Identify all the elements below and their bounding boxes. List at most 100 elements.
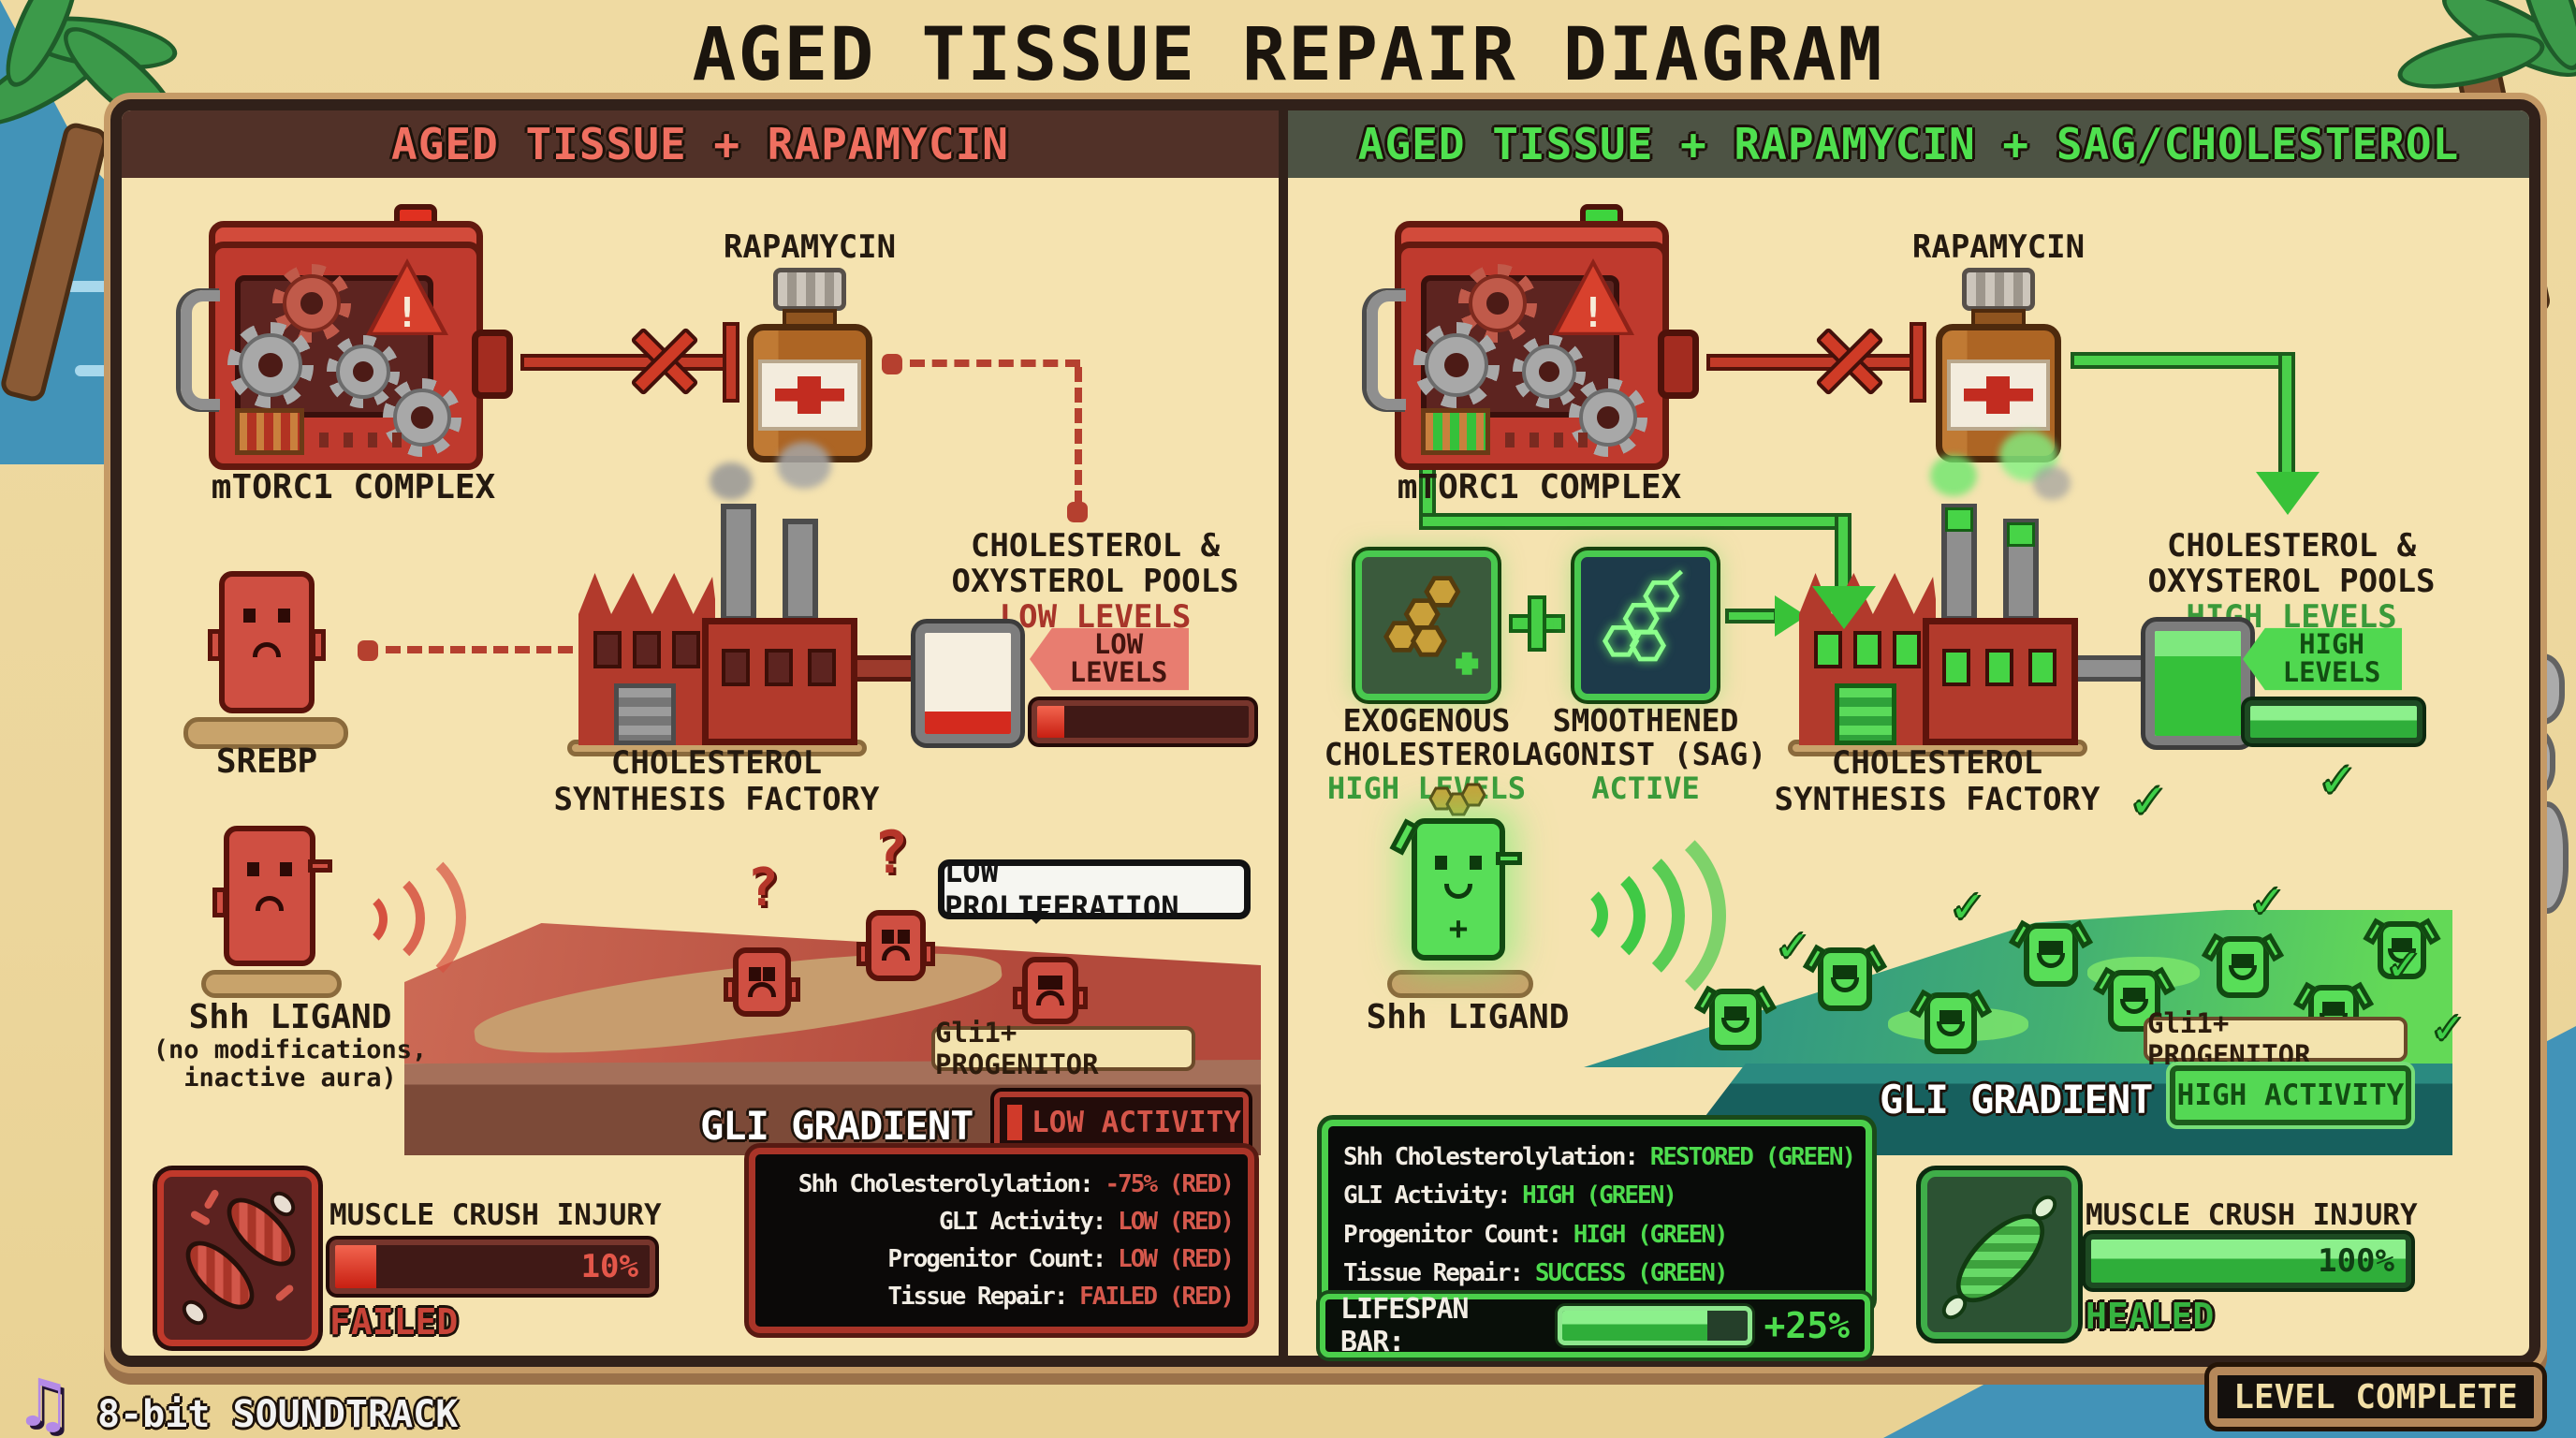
progenitor-red <box>856 910 935 981</box>
arrow-head-down-icon <box>1812 586 1876 629</box>
gear-icon <box>272 264 351 343</box>
indicator-dots-icon <box>1505 433 1595 448</box>
injury-percent-right: 100% <box>2318 1242 2394 1280</box>
factory-output-pipe-right <box>2071 655 2147 682</box>
dashed-connector-h-left <box>910 360 1080 367</box>
progenitor-chip-left: Gli1+ PROGENITOR <box>931 1017 1195 1080</box>
factory-window <box>722 649 750 686</box>
chimney-icon <box>1941 504 1977 622</box>
x-blocker-icon-right <box>1807 318 1895 406</box>
progenitor-green <box>2363 917 2441 979</box>
tile1-caption: EXOGENOUS CHOLESTEROL HIGH LEVELS <box>1314 703 1539 805</box>
high-levels-badge: HIGH LEVELS <box>2243 627 2402 691</box>
factory-window <box>593 631 622 668</box>
gear-icon <box>1413 322 1500 408</box>
inhibition-tbar-right <box>1910 322 1926 403</box>
injury-bar-left: 10% <box>329 1240 655 1294</box>
stat-row: Progenitor Count: HIGH (GREEN) <box>1343 1220 1729 1249</box>
gear-icon <box>1513 335 1586 408</box>
progenitor-green <box>1693 985 1778 1050</box>
lifespan-bar <box>1558 1306 1753 1345</box>
shh-label-left: Shh LIGAND <box>188 998 392 1036</box>
green-arrow-horizontal <box>2071 352 2295 369</box>
smoke-icon <box>777 442 831 489</box>
gear-icon <box>327 335 400 408</box>
gear-icon <box>227 322 314 408</box>
factory-line2: SYNTHESIS FACTORY <box>553 781 880 819</box>
pools-caption-left: CHOLESTEROL & OXYSTEROL POOLS LOW LEVELS <box>927 528 1264 635</box>
left-panel-header: AGED TISSUE + RAPAMYCIN <box>122 110 1279 178</box>
connector-dot <box>1067 502 1088 522</box>
rapamycin-label-left: RAPAMYCIN <box>723 228 897 266</box>
factory-door <box>614 683 676 745</box>
bottle-label-patch <box>758 360 861 431</box>
bar-fill <box>2091 1240 2406 1283</box>
cholesterol-pool-flask-right <box>2145 622 2250 745</box>
factory-window <box>808 649 836 686</box>
x-blocker-icon-left <box>622 318 710 406</box>
tile1-line2: CHOLESTEROL <box>1324 736 1530 773</box>
stat-row: Tissue Repair: FAILED (RED) <box>887 1283 1235 1311</box>
machine-output-pipe <box>1658 330 1699 399</box>
machine-screen <box>227 264 461 457</box>
shh-ligand-character-right: + <box>1387 783 1533 1000</box>
bottle-label-patch <box>1947 360 2050 431</box>
chimney-icon <box>2003 519 2039 622</box>
stat-row: GLI Activity: LOW (RED) <box>938 1208 1235 1236</box>
shh-note1: (no modifications, <box>153 1035 428 1064</box>
pools-caption-right: CHOLESTEROL & OXYSTEROL POOLS HIGH LEVEL… <box>2123 528 2460 635</box>
tile2-caption: SMOOTHENED AGONIST (SAG) ACTIVE <box>1517 703 1774 805</box>
healed-muscle-icon <box>1921 1170 2078 1339</box>
injury-title-right: MUSCLE CRUSH INJURY <box>2086 1198 2418 1232</box>
low-proliferation-bubble: LOW PROLIFERATION <box>938 854 1251 925</box>
gli-gradient-label-left: GLI GRADIENT <box>700 1103 973 1149</box>
tile2-line2: AGONIST (SAG) <box>1524 736 1767 773</box>
signal-waves-strong-icon <box>1543 809 1758 1022</box>
dashed-connector-srebp <box>386 646 573 653</box>
injury-status-right: HEALED <box>2086 1296 2215 1337</box>
red-cross-icon <box>1964 376 2033 414</box>
factory-output-pipe-left <box>847 655 918 682</box>
sag-tile <box>1574 550 1717 700</box>
level-complete-button[interactable]: LEVEL COMPLETE <box>2209 1367 2542 1427</box>
pool-level-bar-right <box>2245 700 2422 743</box>
shh-body-green: + <box>1389 818 1522 961</box>
diagram-frame <box>110 99 2540 1367</box>
checkmark-icon: ✓ <box>2389 936 2419 992</box>
shh-body <box>212 826 332 966</box>
green-liquid <box>2155 631 2241 736</box>
results-panel-right: Shh Cholesterolylation: RESTORED (GREEN)… <box>1322 1120 1872 1311</box>
factory-caption-left: CHOLESTEROL SYNTHESIS FACTORY <box>550 744 883 819</box>
indicator-panel-icon <box>1421 408 1490 455</box>
stat-row: GLI Activity: HIGH (GREEN) <box>1343 1181 1677 1211</box>
injury-percent-left: 10% <box>580 1248 638 1285</box>
factory-line1: CHOLESTEROL <box>610 744 823 782</box>
red-cross-icon <box>775 376 844 414</box>
machine-output-pipe <box>472 330 513 399</box>
factory-window-green <box>1893 631 1921 668</box>
bottle-cap-icon <box>1962 268 2035 311</box>
srebp-character <box>183 571 348 749</box>
factory-body <box>702 618 857 745</box>
bottle-cap-icon <box>773 268 846 311</box>
cholesterol-mod-icon <box>1428 783 1486 816</box>
pools-line2: OXYSTEROL POOLS <box>951 563 1239 601</box>
chest-plus-icon: + <box>1448 910 1469 948</box>
progenitor-green <box>2092 966 2176 1032</box>
page-title: AGED TISSUE REPAIR DIAGRAM <box>692 13 1884 97</box>
exogenous-cholesterol-tile <box>1355 550 1498 700</box>
shh-label-right: Shh LIGAND <box>1366 998 1570 1036</box>
connector-dot <box>358 640 378 661</box>
machine-handle-icon <box>1367 290 1406 410</box>
checkmark-icon: ✓ <box>1953 878 1983 934</box>
base-pad <box>201 970 342 998</box>
gli-gradient-label-right: GLI GRADIENT <box>1880 1077 2153 1123</box>
injury-title-left: MUSCLE CRUSH INJURY <box>329 1198 662 1232</box>
factory-window-green <box>1985 649 2013 686</box>
crushed-muscle-icon <box>157 1170 318 1346</box>
checkmark-icon: ✓ <box>2132 770 2164 830</box>
panel-divider <box>1279 110 1288 1356</box>
base-pad <box>1387 970 1533 998</box>
green-arrow-vertical <box>2278 352 2295 476</box>
